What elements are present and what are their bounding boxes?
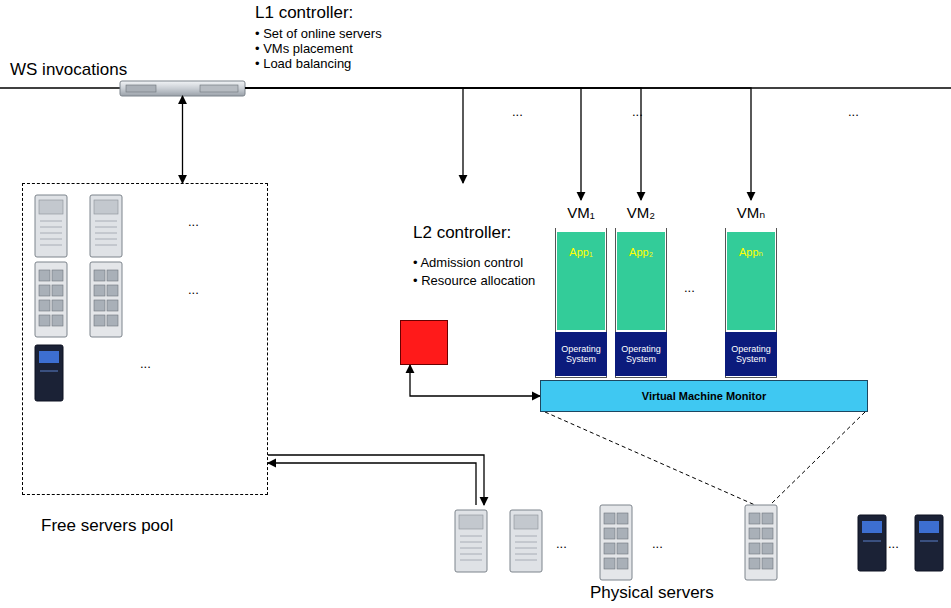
- os-box: Operating System: [555, 332, 607, 376]
- os-box: Operating System: [725, 332, 777, 376]
- application-box: Appₙ: [727, 232, 775, 330]
- server-icons: [35, 195, 943, 580]
- application-box: App₂: [617, 232, 665, 330]
- ellipsis-mark: ...: [556, 536, 567, 551]
- input-line: [0, 87, 120, 88]
- node-heading: App₂: [629, 246, 653, 258]
- desktop-server: [858, 515, 886, 571]
- node-heading: VM₁: [567, 204, 595, 222]
- rack-server: [600, 505, 632, 580]
- tower-server: [35, 195, 67, 257]
- node-text: • Set of online servers: [255, 26, 382, 42]
- node-heading: Virtual Machine Monitor: [642, 390, 766, 402]
- connector-arrow: [245, 88, 641, 200]
- ellipsis-mark: ...: [848, 104, 859, 119]
- free-servers-pool: Free servers pool: [22, 183, 268, 495]
- ellipsis-mark: ...: [512, 104, 523, 119]
- ellipsis-mark: ...: [632, 104, 643, 119]
- node-text: • Resource allocation: [413, 273, 535, 289]
- node-text: • Admission control: [413, 255, 523, 271]
- drop-arrow: [462, 88, 463, 183]
- node-text: • Load balancing: [255, 56, 351, 72]
- node-heading: Operating System: [615, 344, 667, 364]
- ellipsis-mark: ...: [684, 280, 695, 295]
- virtual-machine: VMₙAppₙOperating System: [725, 200, 777, 378]
- tower-server: [510, 510, 542, 572]
- input-label: WS invocations: [10, 60, 127, 80]
- rack-server: [35, 262, 67, 337]
- l2-controller-box: L2 controller:• Admission control• Resou…: [400, 320, 448, 365]
- node-heading: Operating System: [555, 344, 607, 364]
- tower-server: [455, 510, 487, 572]
- ellipsis-mark: ...: [888, 536, 899, 551]
- l1-controller-router: L1 controller:• Set of online servers• V…: [120, 80, 245, 96]
- node-heading: Free servers pool: [41, 516, 173, 536]
- ellipsis-mark: ...: [652, 536, 663, 551]
- os-box: Operating System: [615, 332, 667, 376]
- connector-arrow: [182, 96, 183, 183]
- node-heading: Operating System: [725, 344, 777, 364]
- connector-arrow: [268, 455, 484, 505]
- node-heading: VM₂: [627, 204, 655, 222]
- tower-server: [90, 195, 122, 257]
- application-box: App₁: [557, 232, 605, 330]
- connector-arrow: [410, 365, 540, 396]
- node-heading: App₁: [569, 246, 592, 258]
- desktop-server: [915, 515, 943, 571]
- node-text: • VMs placement: [255, 41, 353, 57]
- rack-server: [745, 505, 777, 580]
- node-heading: VMₙ: [737, 204, 765, 222]
- connector-arrow: [245, 88, 581, 200]
- connector-arrow: [268, 463, 476, 505]
- virtual-machine-monitor: Virtual Machine Monitor: [540, 380, 868, 412]
- node-heading: Physical servers: [590, 583, 714, 603]
- node-heading: L1 controller:: [255, 3, 353, 23]
- physical-servers-group: Physical servers: [420, 505, 945, 605]
- virtual-machine: VM₁ App₁ Operating System: [555, 200, 607, 378]
- ellipsis-mark: ...: [188, 282, 199, 297]
- ellipsis-mark: ...: [188, 214, 199, 229]
- connector-arrow: [245, 88, 751, 200]
- ellipsis-mark: ...: [140, 356, 151, 371]
- desktop-server: [35, 345, 63, 401]
- node-heading: Appₙ: [739, 246, 763, 259]
- host-link: [770, 412, 865, 505]
- router-icon: [120, 81, 245, 96]
- virtual-machine: VM₂ App₂ Operating System: [615, 200, 667, 378]
- rack-server: [90, 262, 122, 337]
- host-link: [545, 412, 755, 505]
- node-heading: L2 controller:: [413, 223, 511, 243]
